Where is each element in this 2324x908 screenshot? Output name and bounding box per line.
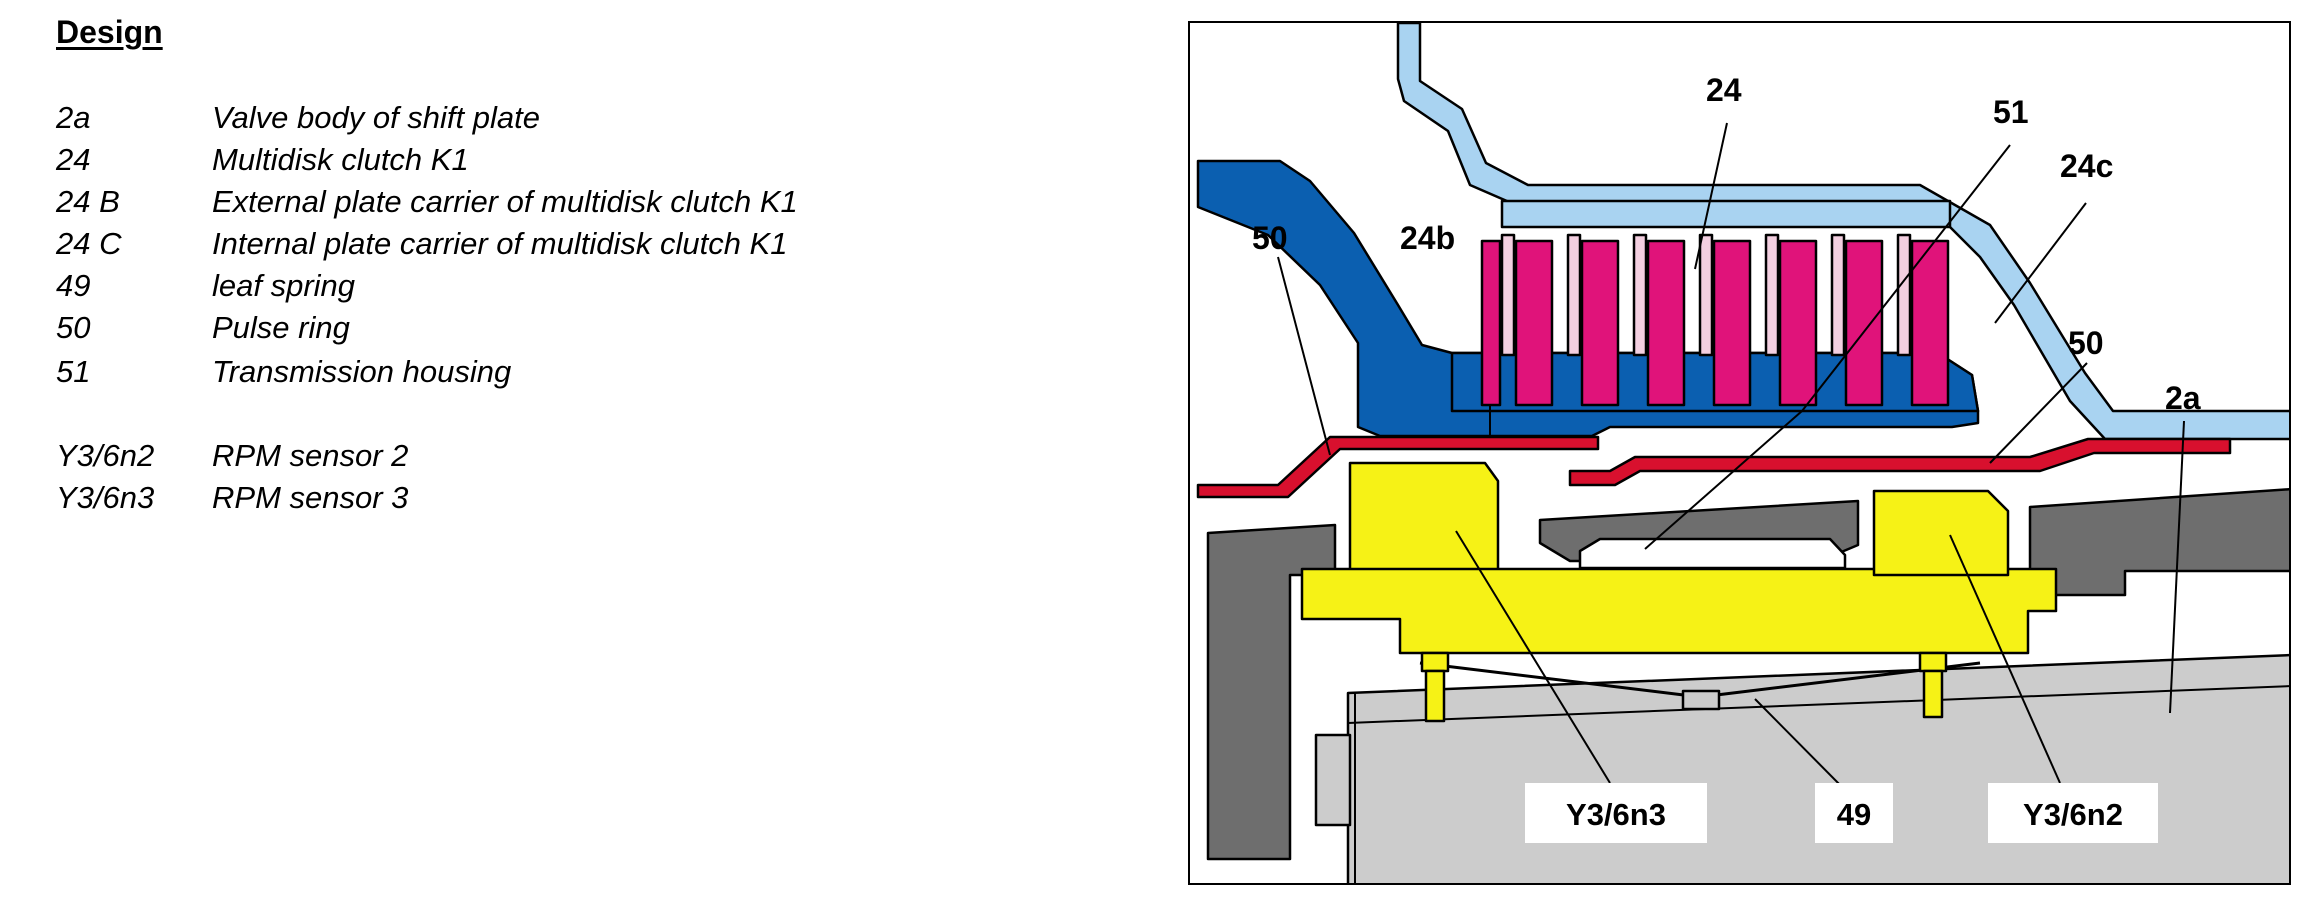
steel-plate bbox=[1632, 233, 1648, 357]
leader-50-left bbox=[1277, 256, 1331, 456]
steel-plate bbox=[1566, 233, 1582, 357]
callout-50-left: 50 bbox=[1252, 220, 1288, 256]
leader-2a bbox=[2169, 420, 2185, 714]
sensor-mounting-plate bbox=[1300, 567, 2058, 655]
legend-code: 24 B bbox=[56, 184, 120, 219]
friction-disk bbox=[1646, 239, 1686, 407]
friction-disk bbox=[1514, 239, 1554, 407]
sensor-bolt-right-shank bbox=[1922, 669, 1944, 719]
legend-code: 2a bbox=[56, 100, 91, 135]
steel-plate bbox=[1500, 233, 1516, 357]
legend-code: Y3/6n2 bbox=[56, 438, 155, 473]
leader-y3-6n2 bbox=[1949, 534, 2061, 784]
legend-description: Internal plate carrier of multidisk clut… bbox=[212, 226, 788, 261]
pulse-ring-right bbox=[1568, 437, 2232, 487]
label-box-49 bbox=[1815, 783, 1893, 843]
friction-disk bbox=[1580, 239, 1620, 407]
steel-plate bbox=[1698, 233, 1714, 357]
multidisk-clutch-24 bbox=[1480, 239, 1950, 407]
sensor-bolt-left bbox=[1420, 651, 1450, 673]
rpm-sensor-2-body bbox=[1872, 489, 2010, 577]
callout-2a: 2a bbox=[2165, 380, 2201, 416]
steel-plate bbox=[1830, 233, 1846, 357]
housing-wall-left bbox=[1206, 523, 1337, 861]
diagram-svg: 24 51 24b 24c 50 50 2a Y3/6n3 49 Y3/6n2 bbox=[1196, 23, 2289, 883]
legend-description: leaf spring bbox=[212, 268, 356, 303]
sensor-bolt-right bbox=[1918, 651, 1948, 673]
friction-disk bbox=[1480, 239, 1502, 407]
legend-description: RPM sensor 3 bbox=[212, 480, 409, 515]
legend-code: 24 C bbox=[56, 226, 122, 261]
legend-code: Y3/6n3 bbox=[56, 480, 155, 515]
legend-description: External plate carrier of multidisk clut… bbox=[212, 184, 798, 219]
friction-disk bbox=[1844, 239, 1884, 407]
clutch-diagram: 24 51 24b 24c 50 50 2a Y3/6n3 49 Y3/6n2 bbox=[1188, 21, 2291, 885]
leader-49 bbox=[1754, 698, 1851, 796]
label-box-y3-6n2 bbox=[1988, 783, 2158, 843]
label-49: 49 bbox=[1837, 797, 1871, 832]
design-heading: Design bbox=[56, 14, 163, 50]
internal-carrier-24c bbox=[1396, 23, 2289, 441]
carrier-tab-strip bbox=[1500, 199, 1952, 229]
callout-51: 51 bbox=[1993, 94, 2029, 130]
valve-body-2a bbox=[1346, 653, 2289, 883]
leader-51-lower bbox=[1644, 410, 1803, 550]
label-y3-6n3: Y3/6n3 bbox=[1566, 797, 1666, 832]
sensor-bolt-left-shank bbox=[1424, 669, 1446, 723]
housing-slot bbox=[1578, 537, 1847, 570]
leader-y3-6n3 bbox=[1455, 530, 1611, 784]
valve-body-groove bbox=[1347, 685, 2289, 724]
legend-code: 24 bbox=[56, 142, 91, 177]
leader-24 bbox=[1694, 122, 1728, 270]
label-box-y3-6n3 bbox=[1525, 783, 1707, 843]
housing-wall-right bbox=[2028, 488, 2289, 597]
steel-plates bbox=[1500, 233, 1912, 357]
legend-description: Valve body of shift plate bbox=[212, 100, 540, 135]
legend-code: 51 bbox=[56, 354, 91, 389]
leader-24c bbox=[1994, 202, 2087, 324]
leader-50-right bbox=[1989, 362, 2088, 464]
callout-50-right: 50 bbox=[2068, 325, 2104, 361]
legend-description: Transmission housing bbox=[212, 354, 512, 389]
steel-plate bbox=[1896, 233, 1912, 357]
leader-51-upper bbox=[1801, 144, 2011, 412]
legend-description: Multidisk clutch K1 bbox=[212, 142, 469, 177]
steel-plate bbox=[1764, 233, 1780, 357]
callout-24b: 24b bbox=[1400, 220, 1455, 256]
valve-body-step bbox=[1314, 733, 1352, 827]
legend-description: Pulse ring bbox=[212, 310, 350, 345]
pulse-ring-left bbox=[1196, 435, 1600, 499]
friction-disk bbox=[1910, 239, 1950, 407]
label-y3-6n2: Y3/6n2 bbox=[2023, 797, 2123, 832]
friction-disk bbox=[1712, 239, 1752, 407]
callout-24c: 24c bbox=[2060, 148, 2113, 184]
callout-24: 24 bbox=[1706, 72, 1742, 108]
leader-lines bbox=[1277, 122, 2185, 796]
leaf-spring-pad bbox=[1681, 689, 1721, 711]
legend-description: RPM sensor 2 bbox=[212, 438, 409, 473]
legend-code: 49 bbox=[56, 268, 91, 303]
friction-disk bbox=[1778, 239, 1818, 407]
legend-code: 50 bbox=[56, 310, 91, 345]
